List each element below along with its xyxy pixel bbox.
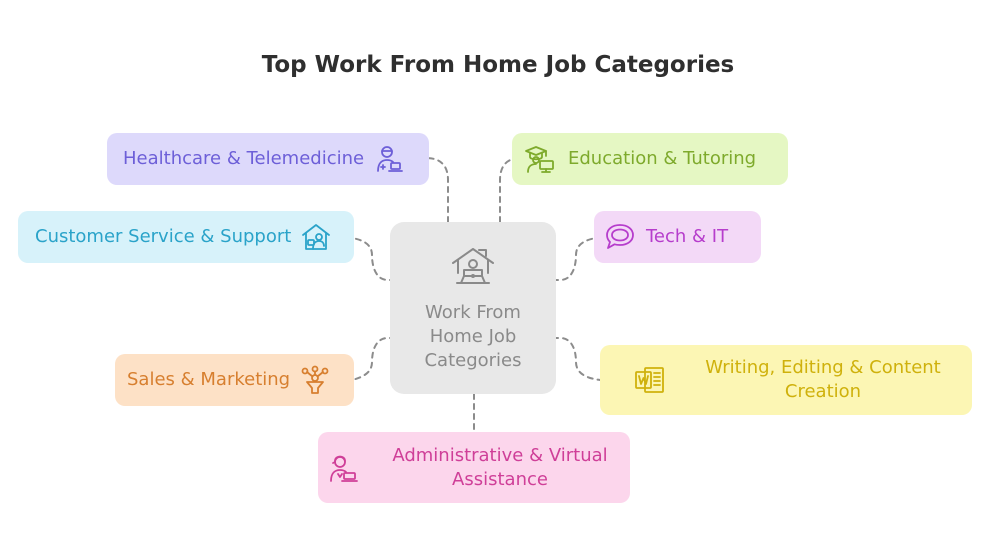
doctor-laptop-icon — [374, 144, 404, 174]
word-document-icon — [634, 365, 666, 395]
node-sales-label: Sales & Marketing — [127, 369, 291, 390]
node-writing: Writing, Editing & Content Creation — [600, 345, 972, 415]
graduate-computer-icon — [524, 144, 556, 174]
connector-cust — [351, 237, 396, 281]
home-office-laptop-icon — [449, 243, 497, 295]
connector-tech — [552, 237, 597, 281]
center-node: Work From Home Job Categories — [390, 222, 556, 394]
node-administrative: Administrative & Virtual Assistance — [318, 432, 630, 503]
diagram-title: Top Work From Home Job Categories — [261, 52, 735, 78]
connector-write — [552, 337, 601, 381]
node-education: Education & Tutoring — [512, 133, 788, 185]
node-education-label: Education & Tutoring — [568, 148, 757, 169]
node-healthcare: Healthcare & Telemedicine — [107, 133, 429, 185]
center-label: Work From Home Job Categories — [424, 302, 522, 371]
assistant-laptop-icon — [328, 452, 360, 484]
node-tech-label: Tech & IT — [646, 226, 729, 247]
connector-health — [425, 157, 449, 223]
node-sales: Sales & Marketing — [115, 354, 354, 406]
house-person-icon — [301, 222, 331, 252]
network-funnel-icon — [300, 365, 330, 395]
node-customer-service: Customer Service & Support — [18, 211, 354, 263]
speech-bubble-icon — [604, 222, 636, 252]
node-writing-label: Writing, Editing & Content Creation — [705, 357, 941, 402]
node-healthcare-label: Healthcare & Telemedicine — [123, 148, 365, 169]
node-customer-service-label: Customer Service & Support — [35, 226, 292, 247]
connector-sales — [351, 337, 396, 381]
node-tech: Tech & IT — [594, 211, 761, 263]
node-administrative-label: Administrative & Virtual Assistance — [392, 444, 608, 490]
